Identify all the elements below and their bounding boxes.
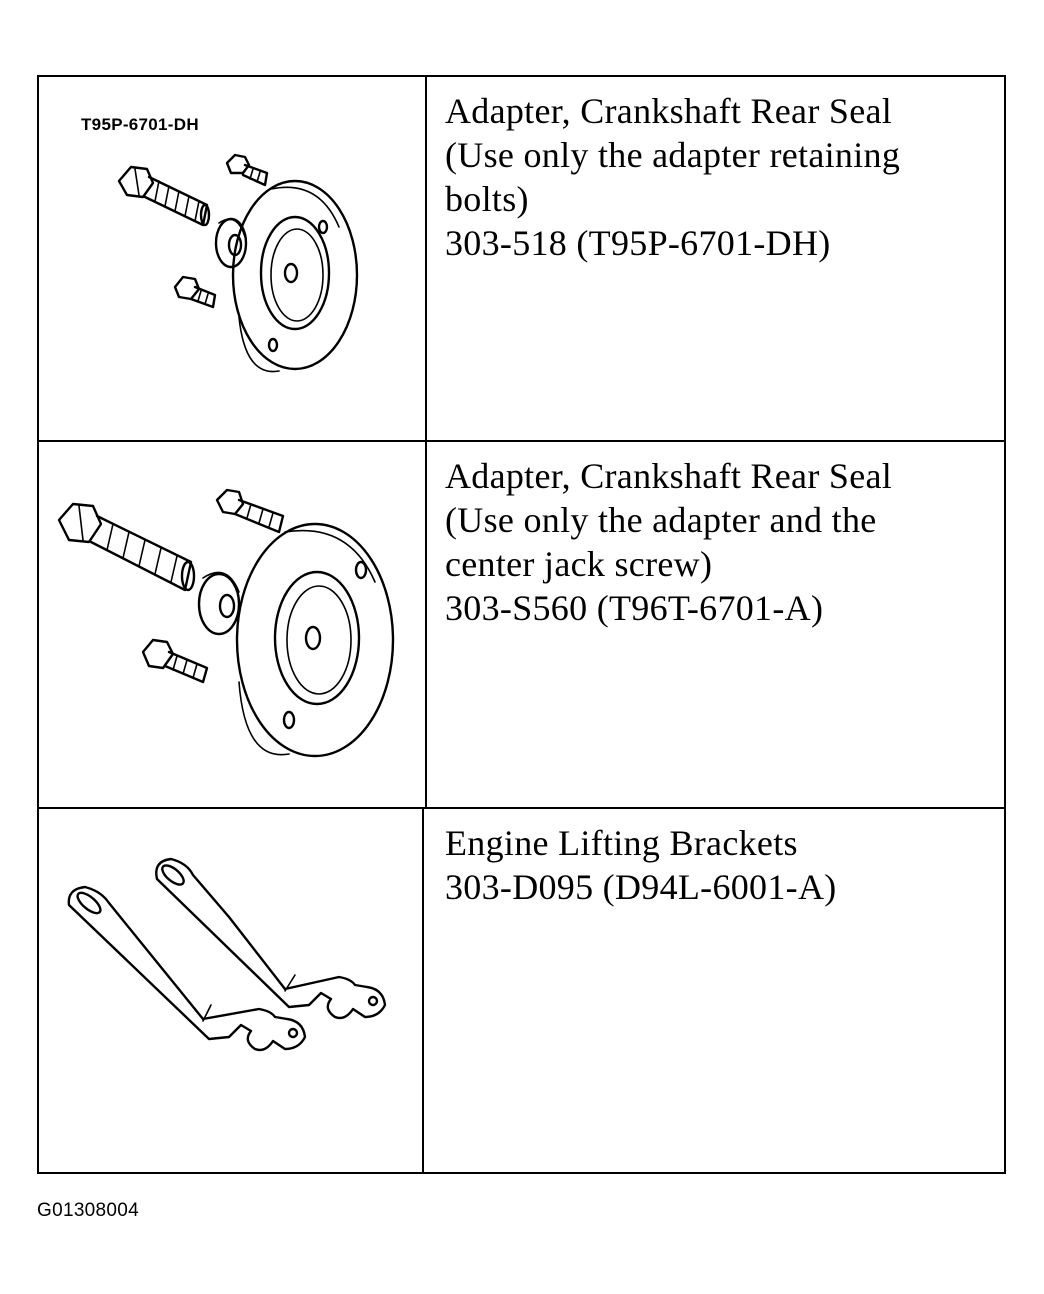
tool-row-2: Adapter, Crankshaft Rear Seal (Use only …: [39, 442, 1004, 809]
tool-description: Adapter, Crankshaft Rear Seal (Use only …: [445, 454, 984, 630]
seal-adapter-icon: [117, 153, 359, 373]
tool-part-number: 303-518 (T95P-6701-DH): [445, 223, 831, 263]
tool-name-line: Adapter, Crankshaft Rear Seal: [445, 91, 893, 131]
tool-illustration-cell: T95P-6701-DH: [39, 77, 427, 440]
tool-illustration-cell: [39, 809, 424, 1172]
tool-note-line: center jack screw): [445, 544, 713, 584]
tool-note-line: (Use only the adapter retaining: [445, 135, 901, 175]
tool-row-3: Engine Lifting Brackets 303-D095 (D94L-6…: [39, 809, 1004, 1172]
tool-name-line: Engine Lifting Brackets: [445, 823, 798, 863]
tool-row-1: T95P-6701-DH: [39, 77, 1004, 442]
figure-code: G01308004: [37, 1200, 140, 1221]
seal-adapter-jack-screw-icon: [57, 488, 395, 758]
tool-illustration-cell: [39, 442, 427, 807]
tool-note-line: bolts): [445, 179, 529, 219]
tool-description: Adapter, Crankshaft Rear Seal (Use only …: [445, 89, 984, 265]
lifting-brackets-icon: [67, 857, 387, 1052]
tool-note-line: (Use only the adapter and the: [445, 500, 877, 540]
tool-number-label: T95P-6701-DH: [81, 115, 199, 134]
tool-name-line: Adapter, Crankshaft Rear Seal: [445, 456, 893, 496]
special-tools-table: T95P-6701-DH: [37, 75, 1006, 1174]
tool-part-number: 303-S560 (T96T-6701-A): [445, 588, 824, 628]
tool-part-number: 303-D095 (D94L-6001-A): [445, 867, 837, 907]
tool-description: Engine Lifting Brackets 303-D095 (D94L-6…: [445, 821, 984, 909]
